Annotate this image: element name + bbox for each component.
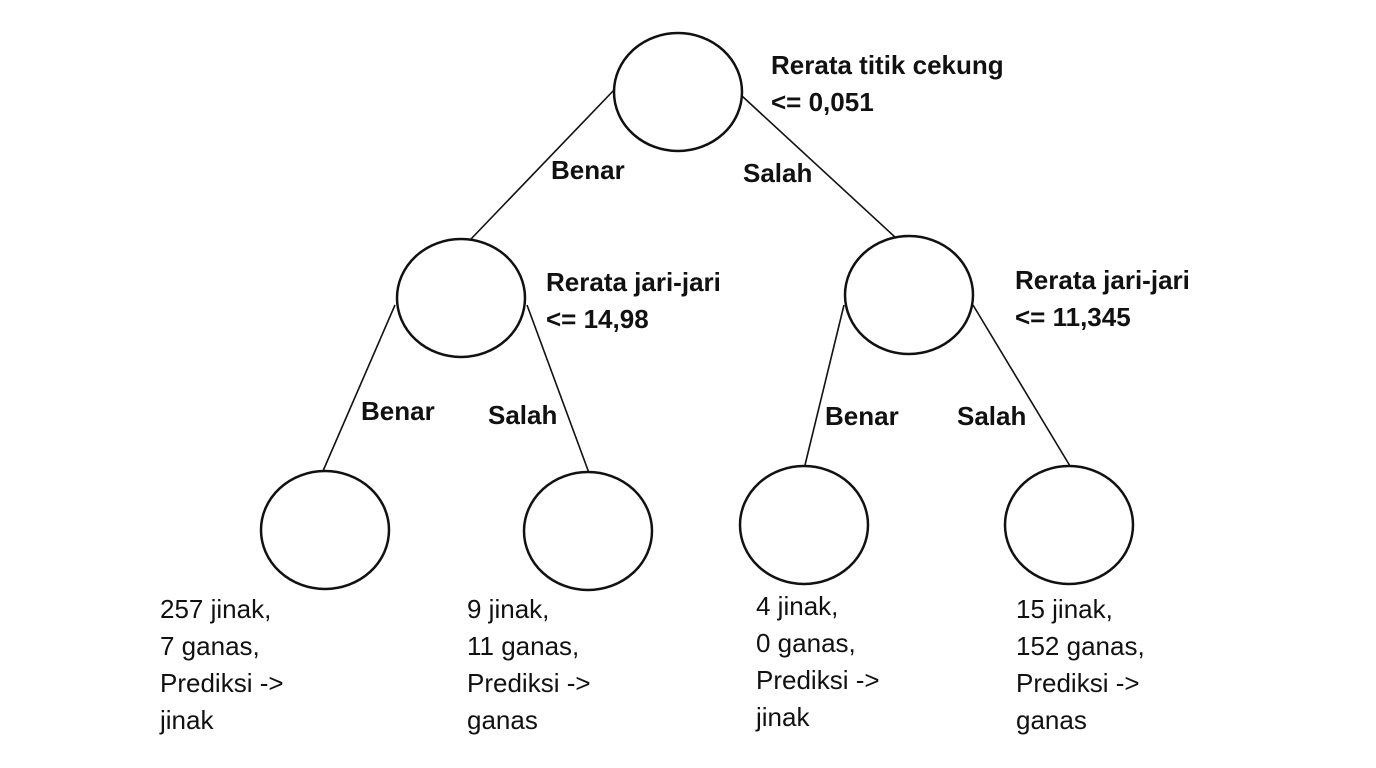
leaf-node-3 [738,464,870,586]
edge-root-left [470,89,615,240]
right-condition-feature: Rerata jari-jari [1015,265,1190,295]
root-condition-feature: Rerata titik cekung [771,50,1004,80]
edge-label-left-right: Salah [488,400,558,430]
leaf-2-class: ganas [467,705,538,735]
edge-label-right-left: Benar [825,401,899,431]
root-condition-threshold: <= 0,051 [771,87,874,117]
leaf-4-jinak: 15 jinak, [1016,594,1113,624]
leaf-node-2 [522,470,654,592]
right-node [843,234,975,356]
edge-left-right [526,304,590,474]
left-condition-feature: Rerata jari-jari [546,267,721,297]
leaf-2-prediction: Prediksi -> [467,668,591,698]
leaf-2-ganas: 11 ganas, [467,631,580,661]
leaf-3-jinak: 4 jinak, [756,591,839,621]
leaf-1-ganas: 7 ganas, [160,631,260,661]
left-node [395,237,527,359]
edge-left-left [322,304,396,472]
leaf-label-3: 4 jinak, 0 ganas, Prediksi -> jinak [756,588,880,736]
left-condition: Rerata jari-jari <= 14,98 [546,264,721,338]
leaf-2-jinak: 9 jinak, [467,594,550,624]
right-condition: Rerata jari-jari <= 11,345 [1015,262,1190,336]
leaf-label-1: 257 jinak, 7 ganas, Prediksi -> jinak [160,591,284,739]
root-condition: Rerata titik cekung <= 0,051 [771,47,1004,121]
leaf-label-2: 9 jinak, 11 ganas, Prediksi -> ganas [467,591,591,739]
edge-label-root-right: Salah [743,158,813,188]
right-condition-threshold: <= 11,345 [1015,302,1131,332]
root-node [612,31,744,153]
leaf-node-1 [259,469,391,591]
leaf-4-class: ganas [1016,705,1087,735]
left-condition-threshold: <= 14,98 [546,304,649,334]
leaf-node-4 [1003,464,1135,586]
leaf-4-ganas: 152 ganas, [1016,631,1145,661]
leaf-4-prediction: Prediksi -> [1016,668,1140,698]
leaf-1-jinak: 257 jinak, [160,594,272,624]
edge-right-left [804,304,845,466]
leaf-1-prediction: Prediksi -> [160,668,284,698]
leaf-label-4: 15 jinak, 152 ganas, Prediksi -> ganas [1016,591,1145,739]
leaf-3-prediction: Prediksi -> [756,665,880,695]
edge-right-right [972,304,1071,467]
edge-label-left-left: Benar [361,396,435,426]
leaf-1-class: jinak [160,705,214,735]
leaf-3-ganas: 0 ganas, [756,628,856,658]
edge-label-right-right: Salah [957,401,1027,431]
leaf-3-class: jinak [756,702,810,732]
edge-label-root-left: Benar [551,155,625,185]
edge-root-right [741,95,897,239]
